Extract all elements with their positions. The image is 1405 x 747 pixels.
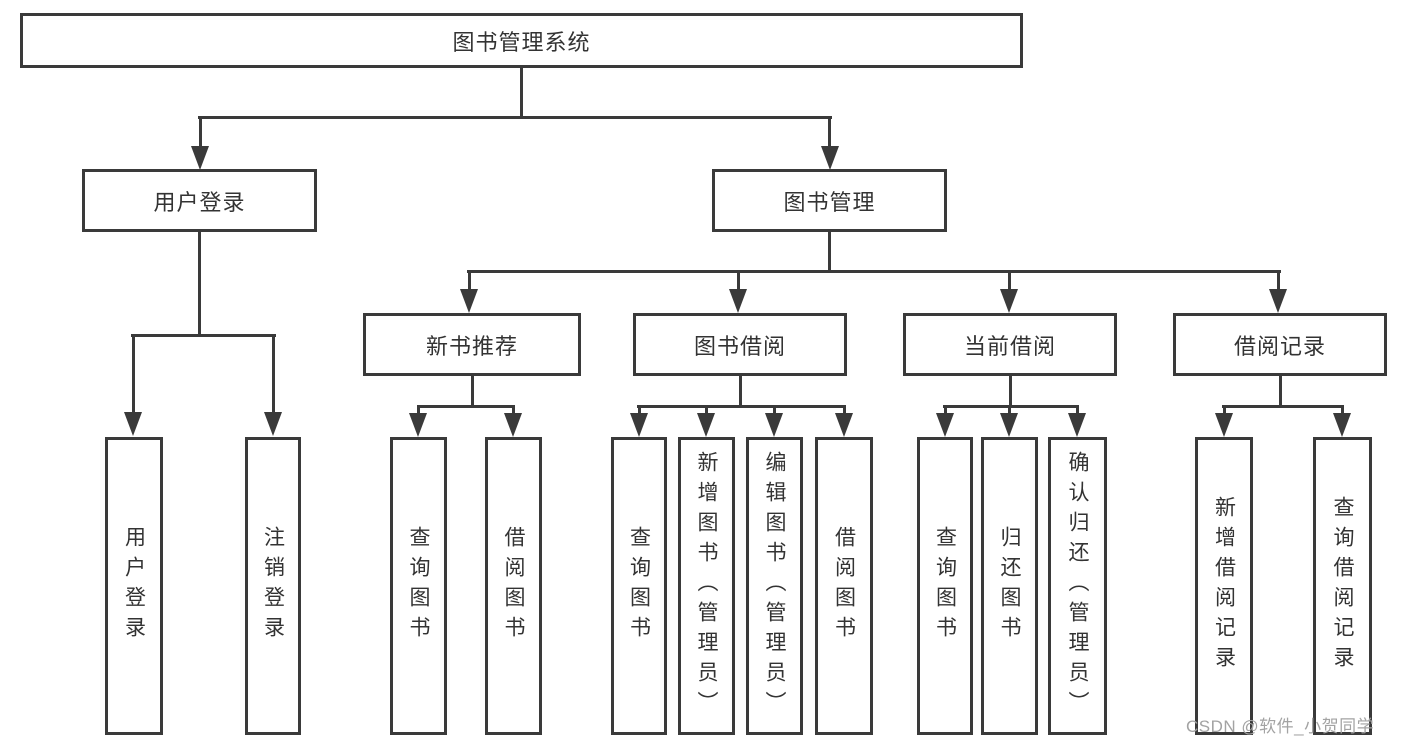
watermark: CSDN @软件_小贺同学 xyxy=(1186,717,1375,736)
connector-hline xyxy=(198,116,832,119)
connector-vline xyxy=(199,118,202,150)
leaf-query-books-recommend: 查询图书 xyxy=(390,437,447,735)
leaf-label: 用户登录 xyxy=(122,526,146,646)
arrowhead-icon xyxy=(936,413,954,437)
connector-vline xyxy=(705,405,708,417)
arrowhead-icon xyxy=(821,146,839,170)
connector-hline xyxy=(467,270,1281,273)
leaf-add-borrow-record: 新增借阅记录 xyxy=(1195,437,1253,735)
connector-hline xyxy=(943,405,1079,408)
leaf-query-borrow-record: 查询借阅记录 xyxy=(1313,437,1372,735)
node-root: 图书管理系统 xyxy=(20,13,1023,68)
arrowhead-icon xyxy=(835,413,853,437)
arrowhead-icon xyxy=(1000,413,1018,437)
connector-vline xyxy=(739,374,742,408)
leaf-label: 借阅图书 xyxy=(502,526,525,646)
connector-vline xyxy=(272,336,275,414)
leaf-label: 归还图书 xyxy=(998,526,1021,646)
leaf-edit-book-admin: 编辑图书（管理员） xyxy=(746,437,803,735)
connector-hline xyxy=(131,334,276,337)
connector-vline xyxy=(1279,374,1282,408)
arrowhead-icon xyxy=(1068,413,1086,437)
arrowhead-icon xyxy=(630,413,648,437)
leaf-return-books: 归还图书 xyxy=(981,437,1038,735)
connector-vline xyxy=(520,68,523,118)
leaf-logout: 注销登录 xyxy=(245,437,301,735)
leaf-label: 查询图书 xyxy=(627,526,651,646)
node-book-management: 图书管理 xyxy=(712,169,947,232)
connector-vline xyxy=(1223,405,1226,417)
arrowhead-icon xyxy=(697,413,715,437)
leaf-user-login: 用户登录 xyxy=(105,437,163,735)
connector-vline xyxy=(737,272,740,292)
leaf-query-books-current: 查询图书 xyxy=(917,437,973,735)
connector-vline xyxy=(1008,405,1011,417)
connector-vline xyxy=(944,405,947,417)
connector-vline xyxy=(1009,374,1012,408)
connector-vline xyxy=(198,232,201,336)
leaf-label: 查询借阅记录 xyxy=(1331,496,1354,676)
connector-vline xyxy=(828,118,831,150)
node-user-login: 用户登录 xyxy=(82,169,317,232)
arrowhead-icon xyxy=(264,412,282,436)
leaf-borrow-books: 借阅图书 xyxy=(815,437,873,735)
connector-vline xyxy=(132,336,135,414)
arrowhead-icon xyxy=(1333,413,1351,437)
connector-hline xyxy=(637,405,846,408)
arrowhead-icon xyxy=(1000,289,1018,313)
node-current-borrow: 当前借阅 xyxy=(903,313,1117,376)
arrowhead-icon xyxy=(124,412,142,436)
leaf-label: 借阅图书 xyxy=(832,526,856,646)
connector-vline xyxy=(1277,272,1280,292)
leaf-label: 查询图书 xyxy=(407,526,430,646)
leaf-label: 编辑图书（管理员） xyxy=(763,451,786,721)
leaf-add-book-admin: 新增图书（管理员） xyxy=(678,437,735,735)
node-borrow-records: 借阅记录 xyxy=(1173,313,1387,376)
connector-vline xyxy=(843,405,846,417)
connector-vline xyxy=(773,405,776,417)
leaf-label: 新增图书（管理员） xyxy=(695,451,718,721)
connector-vline xyxy=(1008,272,1011,292)
connector-vline xyxy=(512,405,515,417)
arrowhead-icon xyxy=(1269,289,1287,313)
arrowhead-icon xyxy=(1215,413,1233,437)
node-new-book-recommend: 新书推荐 xyxy=(363,313,581,376)
node-book-borrow: 图书借阅 xyxy=(633,313,847,376)
connector-vline xyxy=(468,272,471,292)
arrowhead-icon xyxy=(729,289,747,313)
leaf-query-books-borrow: 查询图书 xyxy=(611,437,667,735)
leaf-label: 注销登录 xyxy=(261,526,285,646)
connector-vline xyxy=(471,374,474,408)
connector-hline xyxy=(1222,405,1344,408)
connector-vline xyxy=(1076,405,1079,417)
connector-hline xyxy=(417,405,515,408)
arrowhead-icon xyxy=(191,146,209,170)
leaf-label: 新增借阅记录 xyxy=(1212,496,1236,676)
connector-vline xyxy=(1341,405,1344,417)
leaf-confirm-return-admin: 确认归还（管理员） xyxy=(1048,437,1107,735)
arrowhead-icon xyxy=(765,413,783,437)
leaf-label: 查询图书 xyxy=(933,526,957,646)
connector-vline xyxy=(638,405,641,417)
leaf-label: 确认归还（管理员） xyxy=(1066,451,1089,721)
leaf-borrow-books-recommend: 借阅图书 xyxy=(485,437,542,735)
arrowhead-icon xyxy=(460,289,478,313)
connector-vline xyxy=(417,405,420,417)
arrowhead-icon xyxy=(504,413,522,437)
connector-vline xyxy=(828,232,831,272)
arrowhead-icon xyxy=(409,413,427,437)
